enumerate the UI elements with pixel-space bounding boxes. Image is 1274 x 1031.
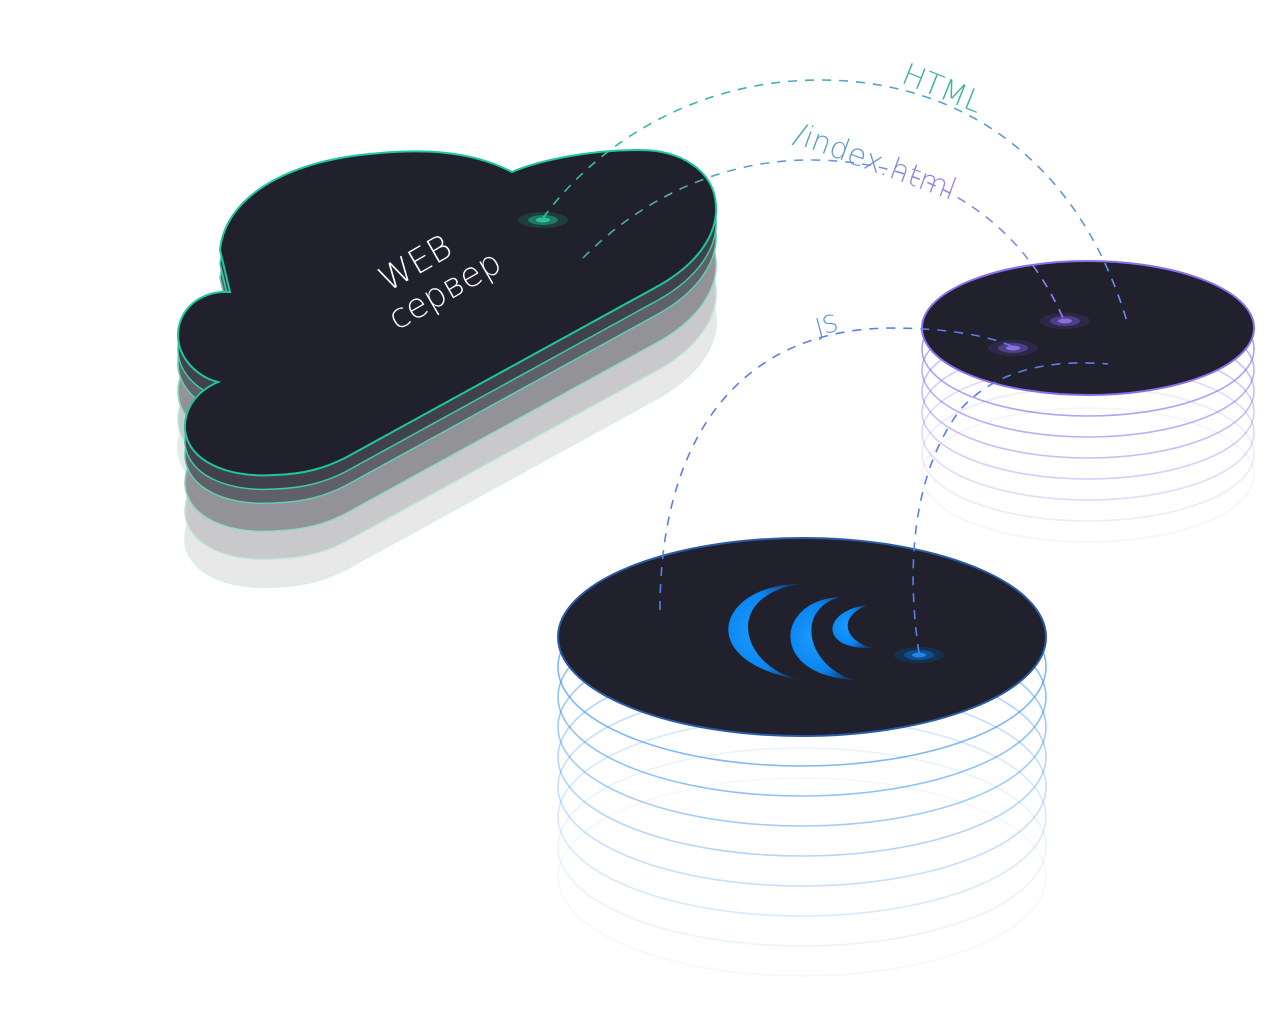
html-connection: [542, 79, 1129, 326]
browser-port: [894, 647, 944, 663]
web-server-cloud: [176, 148, 718, 589]
js-label: JS: [812, 309, 841, 342]
browser-connection: [912, 362, 1109, 654]
web-server-port: [518, 212, 568, 228]
browser-disk-ring: [557, 747, 1047, 947]
client-port-html: [1040, 313, 1090, 329]
index-label: /index.html: [789, 117, 961, 208]
client-disk-ring: [921, 386, 1255, 522]
js-connection: [659, 327, 1014, 611]
browser-disk-ring: [557, 777, 1047, 977]
crescent-waves-icon: [728, 584, 872, 680]
index-connection: [582, 159, 1064, 319]
client-disk-top: [921, 260, 1255, 396]
html-label: HTML: [897, 57, 988, 121]
client-disk-ring: [921, 407, 1255, 543]
cloud-top: [176, 148, 718, 477]
client-port-js: [988, 340, 1038, 356]
